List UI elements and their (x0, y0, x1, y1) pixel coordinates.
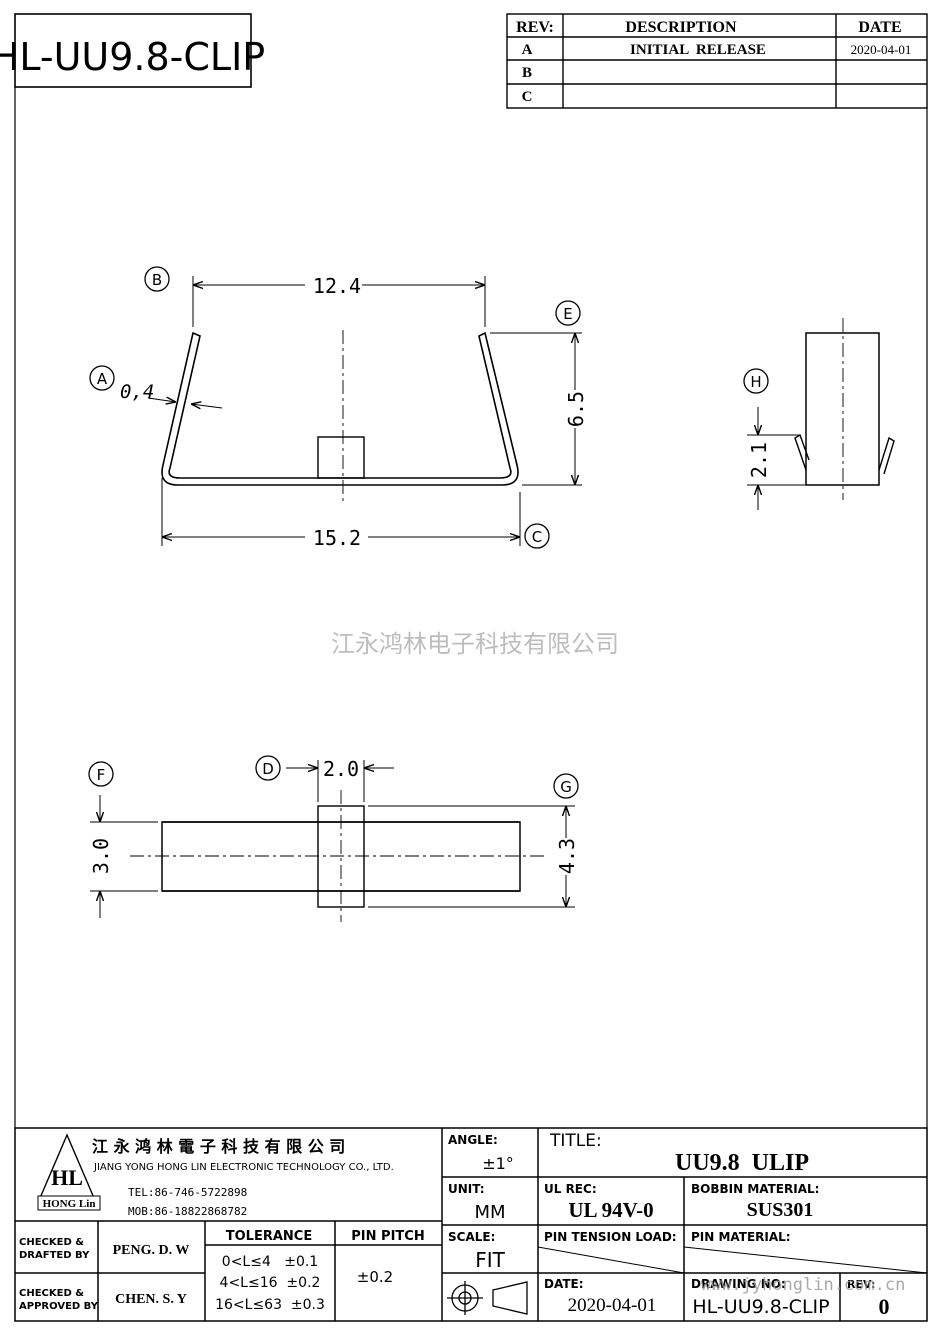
dim-top-width: 12.4 (313, 274, 361, 298)
revision-table: REV: DESCRIPTION DATE A INITIAL RELEASE … (506, 13, 928, 109)
part-number-box: HL-UU9.8-CLIP (0, 13, 265, 88)
callout-d: D (262, 760, 274, 778)
rev-row-a: A (522, 42, 533, 58)
date-label: DATE: (544, 1277, 584, 1291)
dim-thickness: 0,4 (120, 381, 154, 403)
angle-value: ±1° (482, 1154, 514, 1173)
rev-row-b: B (522, 65, 532, 81)
bobbin-material-value: SUS301 (747, 1199, 814, 1221)
dim-overall-height: 4.3 (555, 838, 579, 874)
bottom-view: 2.0 3.0 4.3 D F G (88, 755, 579, 922)
clip-outline (161, 331, 519, 486)
site-watermark: www.jyhonglin.com.cn (701, 1275, 906, 1295)
rev-header: REV: (516, 19, 554, 36)
checked-approved-label-1: CHECKED & (19, 1288, 84, 1299)
title-block: HL HONG Lin 江 永 鸿 林 電 子 科 技 有 限 公 司 JIAN… (14, 1127, 928, 1322)
callout-a: A (97, 370, 108, 388)
drawing-no-value: HL-UU9.8-CLIP (692, 1296, 829, 1318)
part-number: HL-UU9.8-CLIP (0, 35, 265, 79)
side-view: 2.1 H (743, 318, 895, 510)
company-watermark: 江永鸿林电子科技有限公司 (331, 630, 619, 658)
rev-row-a-description: INITIAL RELEASE (630, 42, 766, 58)
dim-bottom-width: 15.2 (313, 526, 361, 550)
company-tel: TEL:86-746-5722898 (128, 1186, 247, 1199)
projection-symbol-icon (447, 1281, 528, 1315)
pin-pitch-value: ±0.2 (357, 1268, 393, 1286)
pin-tension-label: PIN TENSION LOAD: (544, 1230, 677, 1244)
checked-drafted-label-1: CHECKED & (19, 1237, 84, 1248)
unit-label: UNIT: (448, 1182, 485, 1196)
date-header: DATE (858, 19, 901, 36)
bobbin-material-label: BOBBIN MATERIAL: (691, 1182, 819, 1196)
callout-e: E (563, 305, 572, 323)
callout-b: B (152, 271, 162, 289)
svg-text:HONG Lin: HONG Lin (43, 1198, 96, 1210)
tolerance-row-2: 4<L≤16 ±0.2 (220, 1275, 321, 1291)
ul-value: UL 94V-0 (568, 1198, 653, 1222)
scale-value: FIT (475, 1248, 505, 1272)
dim-slot-width: 2.0 (323, 757, 359, 781)
unit-value: MM (474, 1202, 505, 1223)
rev-value: 0 (879, 1294, 890, 1319)
callout-g: G (560, 778, 572, 796)
rev-label: REV: (847, 1278, 875, 1291)
angle-label: ANGLE: (448, 1133, 498, 1147)
dim-height: 6.5 (564, 391, 588, 427)
drawing-no-label: DRAWING NO: (691, 1277, 786, 1291)
title-value: UU9.8 ULIP (675, 1150, 809, 1176)
company-mob: MOB:86-18822868782 (128, 1205, 247, 1218)
scale-label: SCALE: (448, 1230, 495, 1244)
center-tab (317, 436, 365, 479)
checked-approved-label-2: APPROVED BY (19, 1301, 99, 1312)
company-logo: HL HONG Lin (37, 1133, 101, 1211)
description-header: DESCRIPTION (625, 19, 737, 36)
drafter-name: PENG. D. W (113, 1243, 190, 1258)
callout-f: F (97, 766, 106, 784)
dim-tab-height: 2.1 (747, 442, 771, 478)
svg-text:HL: HL (51, 1165, 83, 1190)
tolerance-label: TOLERANCE (226, 1229, 312, 1244)
company-name-cn: 江 永 鸿 林 電 子 科 技 有 限 公 司 (92, 1137, 345, 1156)
tolerance-row-3: 16<L≤63 ±0.3 (215, 1297, 325, 1313)
callout-c: C (532, 528, 542, 546)
front-view: 12.4 15.2 6.5 0,4 B A E C (89, 266, 588, 550)
approver-name: CHEN. S. Y (115, 1292, 187, 1307)
callout-h: H (750, 373, 761, 391)
sheet-frame (14, 87, 928, 1128)
tolerance-row-1: 0<L≤4 ±0.1 (222, 1254, 318, 1270)
rev-row-c: C (522, 89, 533, 105)
pin-material-label: PIN MATERIAL: (691, 1230, 791, 1244)
company-name-en: JIANG YONG HONG LIN ELECTRONIC TECHNOLOG… (93, 1162, 394, 1173)
date-value: 2020-04-01 (568, 1295, 657, 1316)
checked-drafted-label-2: DRAFTED BY (19, 1250, 90, 1261)
pin-pitch-label: PIN PITCH (351, 1229, 424, 1244)
title-label: TITLE: (549, 1131, 602, 1151)
ul-label: UL REC: (544, 1182, 597, 1196)
dim-body-height: 3.0 (89, 838, 113, 874)
rev-row-a-date: 2020-04-01 (851, 42, 912, 57)
